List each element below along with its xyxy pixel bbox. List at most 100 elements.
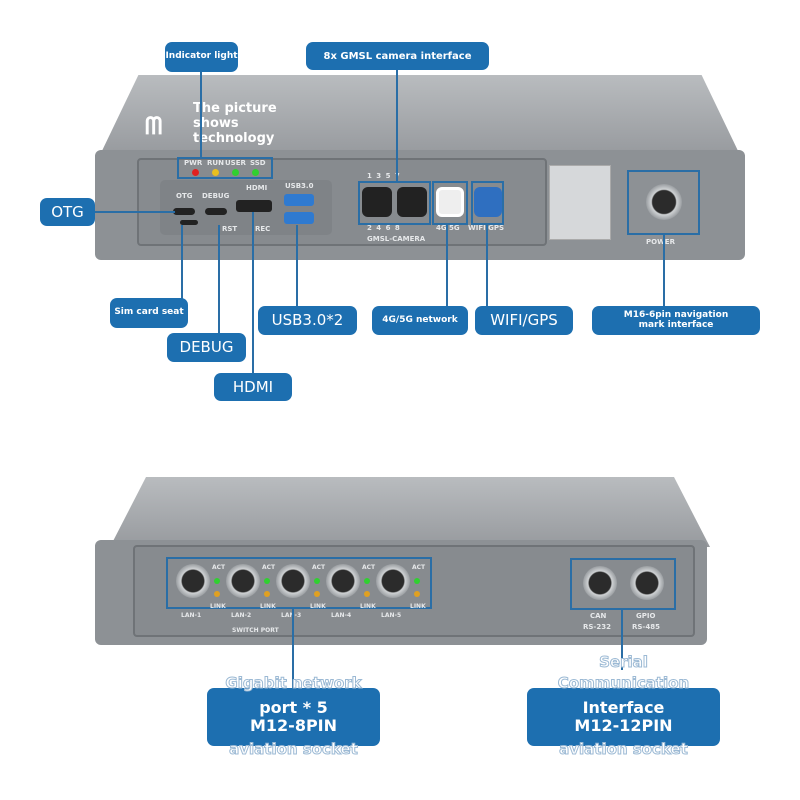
hdmi-port bbox=[236, 200, 272, 212]
lan-connector bbox=[276, 564, 310, 598]
watermark: The picture shows technology bbox=[193, 101, 277, 146]
act-led bbox=[414, 578, 420, 584]
link-label: LINK bbox=[410, 603, 426, 610]
indicator-line bbox=[200, 72, 202, 158]
debug-callout: DEBUG bbox=[167, 333, 246, 362]
gigabit-l4: aviation socket bbox=[229, 740, 359, 759]
otg-port bbox=[173, 208, 195, 215]
rst-label: RST bbox=[222, 225, 238, 233]
gpio-label: GPIO bbox=[636, 612, 656, 620]
act-label: ACT bbox=[362, 564, 376, 571]
serial-l5: aviation socket bbox=[559, 740, 689, 759]
lan-label: LAN-3 bbox=[281, 612, 301, 619]
m16-line bbox=[663, 235, 665, 307]
serial-l4: M12-12PIN bbox=[574, 716, 673, 735]
gigabit-line bbox=[292, 609, 294, 689]
otg-line bbox=[95, 211, 175, 213]
otg-callout: OTG bbox=[40, 198, 95, 226]
usb-callout: USB3.0*2 bbox=[258, 306, 357, 335]
power-label: POWER bbox=[646, 238, 675, 246]
link-label: LINK bbox=[310, 603, 326, 610]
link-led bbox=[314, 591, 320, 597]
gigabit-l3: M12-8PIN bbox=[249, 716, 338, 735]
usb-port-1 bbox=[284, 194, 314, 206]
power-highlight bbox=[627, 170, 700, 235]
lan-highlight bbox=[166, 557, 432, 609]
serial-l3: Interface bbox=[582, 698, 665, 718]
act-label: ACT bbox=[262, 564, 276, 571]
gmsl-connector-2 bbox=[397, 187, 427, 217]
link-led bbox=[214, 591, 220, 597]
can-label: CAN bbox=[590, 612, 607, 620]
sim-card-slot bbox=[180, 220, 198, 225]
lan-connector bbox=[226, 564, 260, 598]
switch-port-label: SWITCH PORT bbox=[232, 627, 279, 634]
link-led bbox=[264, 591, 270, 597]
serial-line bbox=[621, 610, 623, 670]
lte-connector bbox=[436, 187, 464, 217]
indicator-callout: Indicator light bbox=[165, 42, 238, 72]
serial-highlight bbox=[570, 558, 676, 610]
act-led bbox=[314, 578, 320, 584]
act-label: ACT bbox=[412, 564, 426, 571]
bottom-lid bbox=[110, 477, 710, 547]
usb-line bbox=[296, 225, 298, 307]
pwr-led bbox=[192, 169, 199, 176]
gpio-connector bbox=[630, 566, 664, 600]
lte-callout: 4G/5G network bbox=[372, 306, 468, 335]
run-led bbox=[212, 169, 219, 176]
rec-label: REC bbox=[255, 225, 271, 233]
gmsl-bottom-numbers: 2 4 6 8 bbox=[367, 224, 401, 232]
can-connector bbox=[583, 566, 617, 600]
wifi-highlight bbox=[471, 181, 504, 225]
hdmi-callout: HDMI bbox=[214, 373, 292, 401]
hdmi-line bbox=[252, 212, 254, 373]
led-label-user: USER bbox=[225, 159, 246, 167]
lan-label: LAN-5 bbox=[381, 612, 402, 619]
lan-label: LAN-1 bbox=[181, 612, 202, 619]
usb-label: USB3.0 bbox=[285, 182, 314, 190]
act-label: ACT bbox=[212, 564, 226, 571]
rs485-label: RS-485 bbox=[632, 623, 660, 631]
sim-line bbox=[181, 225, 183, 299]
act-led bbox=[364, 578, 370, 584]
serial-l1: Serial bbox=[599, 653, 649, 672]
wifi-gps-callout: WIFI/GPS bbox=[475, 306, 573, 335]
serial-l2: Communication bbox=[557, 674, 690, 693]
usb-port-2 bbox=[284, 212, 314, 224]
debug-line bbox=[218, 225, 220, 333]
gmsl-top-numbers: 1 3 5 7 bbox=[367, 172, 401, 180]
led-label-ssd: SSD bbox=[250, 159, 266, 167]
sim-callout: Sim card seat bbox=[110, 298, 188, 328]
power-connector bbox=[646, 184, 682, 220]
led-highlight bbox=[177, 157, 273, 179]
ssd-led bbox=[252, 169, 259, 176]
lte-line bbox=[446, 225, 448, 307]
lan-label: LAN-4 bbox=[331, 612, 352, 619]
debug-port bbox=[205, 208, 227, 215]
link-led bbox=[414, 591, 420, 597]
m16-callout: M16-6pin navigation mark interface bbox=[592, 306, 760, 335]
gigabit-l1: Gigabit network bbox=[225, 674, 362, 693]
link-label: LINK bbox=[260, 603, 276, 610]
wifi-connector bbox=[474, 187, 502, 217]
lan-connector bbox=[376, 564, 410, 598]
led-label-pwr: PWR bbox=[184, 159, 203, 167]
link-label: LINK bbox=[210, 603, 226, 610]
led-label-run: RUN bbox=[207, 159, 224, 167]
act-led bbox=[214, 578, 220, 584]
blank-plate bbox=[549, 165, 611, 240]
user-led bbox=[232, 169, 239, 176]
lan-label: LAN-2 bbox=[231, 612, 252, 619]
logo-icon: ᗰ bbox=[145, 112, 163, 140]
gmsl-line bbox=[396, 70, 398, 182]
gmsl-callout: 8x GMSL camera interface bbox=[306, 42, 489, 70]
lan-connector bbox=[326, 564, 360, 598]
lan-connector bbox=[176, 564, 210, 598]
gmsl-connector-1 bbox=[362, 187, 392, 217]
rs232-label: RS-232 bbox=[583, 623, 611, 631]
top-lid bbox=[100, 75, 740, 155]
gigabit-l2: port * 5 bbox=[259, 698, 328, 718]
